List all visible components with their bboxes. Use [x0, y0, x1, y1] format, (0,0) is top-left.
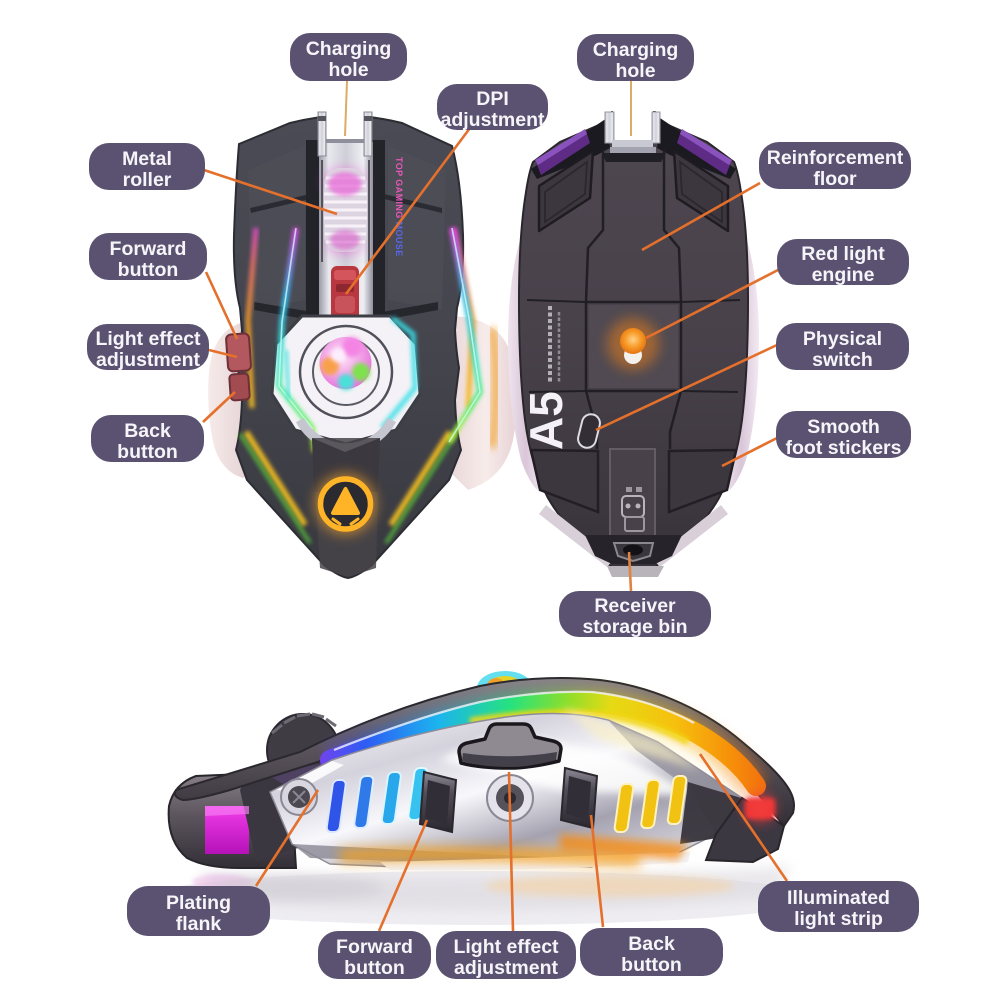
- svg-text:Charging: Charging: [306, 38, 392, 60]
- svg-text:switch: switch: [812, 349, 873, 371]
- svg-text:adjustment: adjustment: [454, 957, 559, 979]
- svg-text:adjustment: adjustment: [440, 109, 545, 131]
- svg-text:Receiver: Receiver: [594, 595, 676, 617]
- svg-text:roller: roller: [123, 169, 172, 191]
- svg-text:Smooth: Smooth: [807, 416, 880, 438]
- svg-text:Forward: Forward: [336, 936, 413, 958]
- svg-text:floor: floor: [813, 168, 857, 190]
- svg-text:Reinforcement: Reinforcement: [767, 147, 904, 169]
- svg-text:Back: Back: [628, 933, 675, 955]
- svg-text:button: button: [344, 957, 405, 979]
- svg-text:Back: Back: [124, 420, 171, 442]
- svg-text:Light effect: Light effect: [95, 328, 201, 350]
- svg-text:Metal: Metal: [122, 148, 172, 170]
- svg-text:engine: engine: [812, 264, 875, 286]
- svg-text:Forward: Forward: [110, 238, 187, 260]
- svg-text:DPI: DPI: [476, 88, 509, 110]
- svg-text:hole: hole: [615, 60, 655, 82]
- svg-text:flank: flank: [176, 913, 222, 935]
- svg-text:TOP GAMING MOUSE: TOP GAMING MOUSE: [394, 157, 404, 257]
- svg-text:storage bin: storage bin: [582, 616, 687, 638]
- svg-text:Red light: Red light: [801, 243, 885, 265]
- svg-text:button: button: [118, 259, 179, 281]
- svg-text:light strip: light strip: [794, 908, 883, 930]
- svg-text:button: button: [117, 441, 178, 463]
- svg-text:button: button: [621, 954, 682, 976]
- svg-text:adjustment: adjustment: [96, 349, 201, 371]
- svg-text:Light effect: Light effect: [453, 936, 559, 958]
- svg-text:Plating: Plating: [166, 892, 231, 914]
- svg-text:foot stickers: foot stickers: [786, 437, 902, 459]
- svg-text:Charging: Charging: [593, 39, 679, 61]
- svg-text:Illuminated: Illuminated: [787, 887, 890, 909]
- svg-text:Physical: Physical: [803, 328, 882, 350]
- svg-text:hole: hole: [328, 59, 368, 81]
- svg-text:A5: A5: [520, 391, 572, 450]
